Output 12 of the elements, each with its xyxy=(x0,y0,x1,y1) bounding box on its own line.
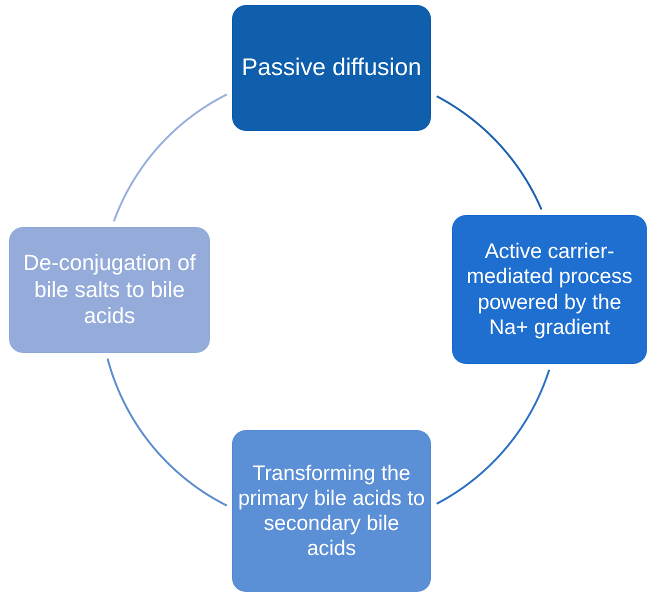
connector-arc xyxy=(436,369,550,505)
process-box xyxy=(9,227,210,353)
process-box xyxy=(232,430,431,592)
node-label: De-conjugation of bile salts to bile acids xyxy=(22,250,197,330)
connector-arc xyxy=(112,94,228,222)
process-box xyxy=(232,5,431,131)
connector-arc xyxy=(106,358,228,506)
process-box xyxy=(452,215,647,364)
connector-arc xyxy=(436,95,542,210)
node-label: Transforming the primary bile acids to secondary bile acids xyxy=(238,460,425,562)
node-label: Passive diffusion xyxy=(242,54,422,82)
node-label: Active carrier-mediated process powered by the Na+ gradient xyxy=(466,239,634,340)
